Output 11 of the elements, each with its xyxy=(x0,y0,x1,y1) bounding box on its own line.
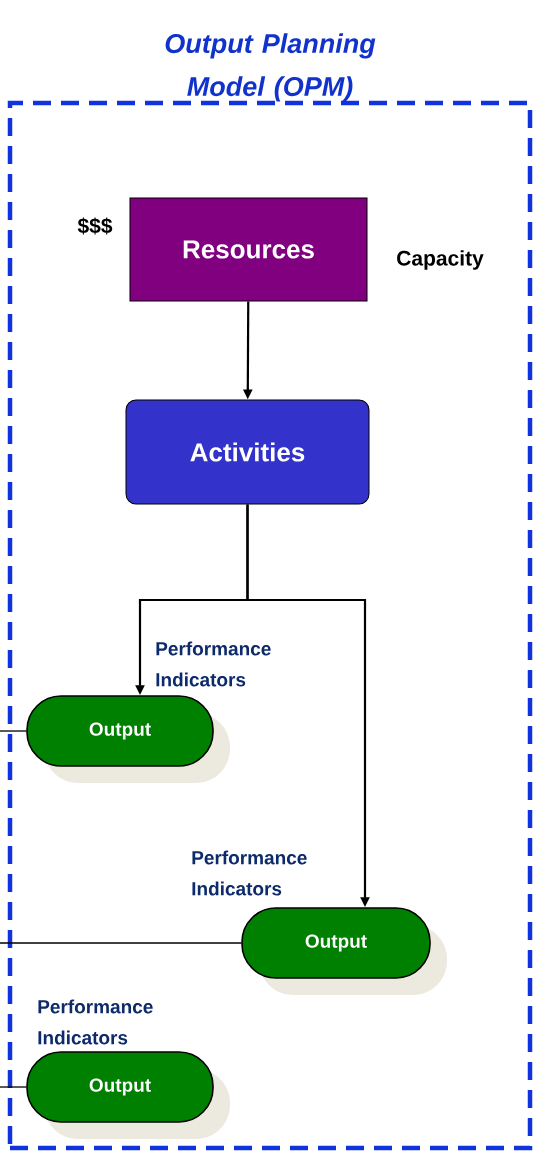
output-pill: Output xyxy=(26,1051,230,1139)
output-pill: Output xyxy=(241,907,447,995)
indicator-label: Performance Indicators xyxy=(192,850,307,896)
side-label: $$$ xyxy=(77,217,113,235)
title: Output Planning Model (OPM) xyxy=(165,33,376,102)
process-box: Resources xyxy=(129,197,368,302)
side-label: Capacity xyxy=(397,250,484,270)
process-box: Activities xyxy=(125,399,370,505)
indicator-label: Performance Indicators xyxy=(38,999,153,1045)
output-pill: Output xyxy=(26,695,230,783)
indicator-label: Performance Indicators xyxy=(156,641,271,687)
